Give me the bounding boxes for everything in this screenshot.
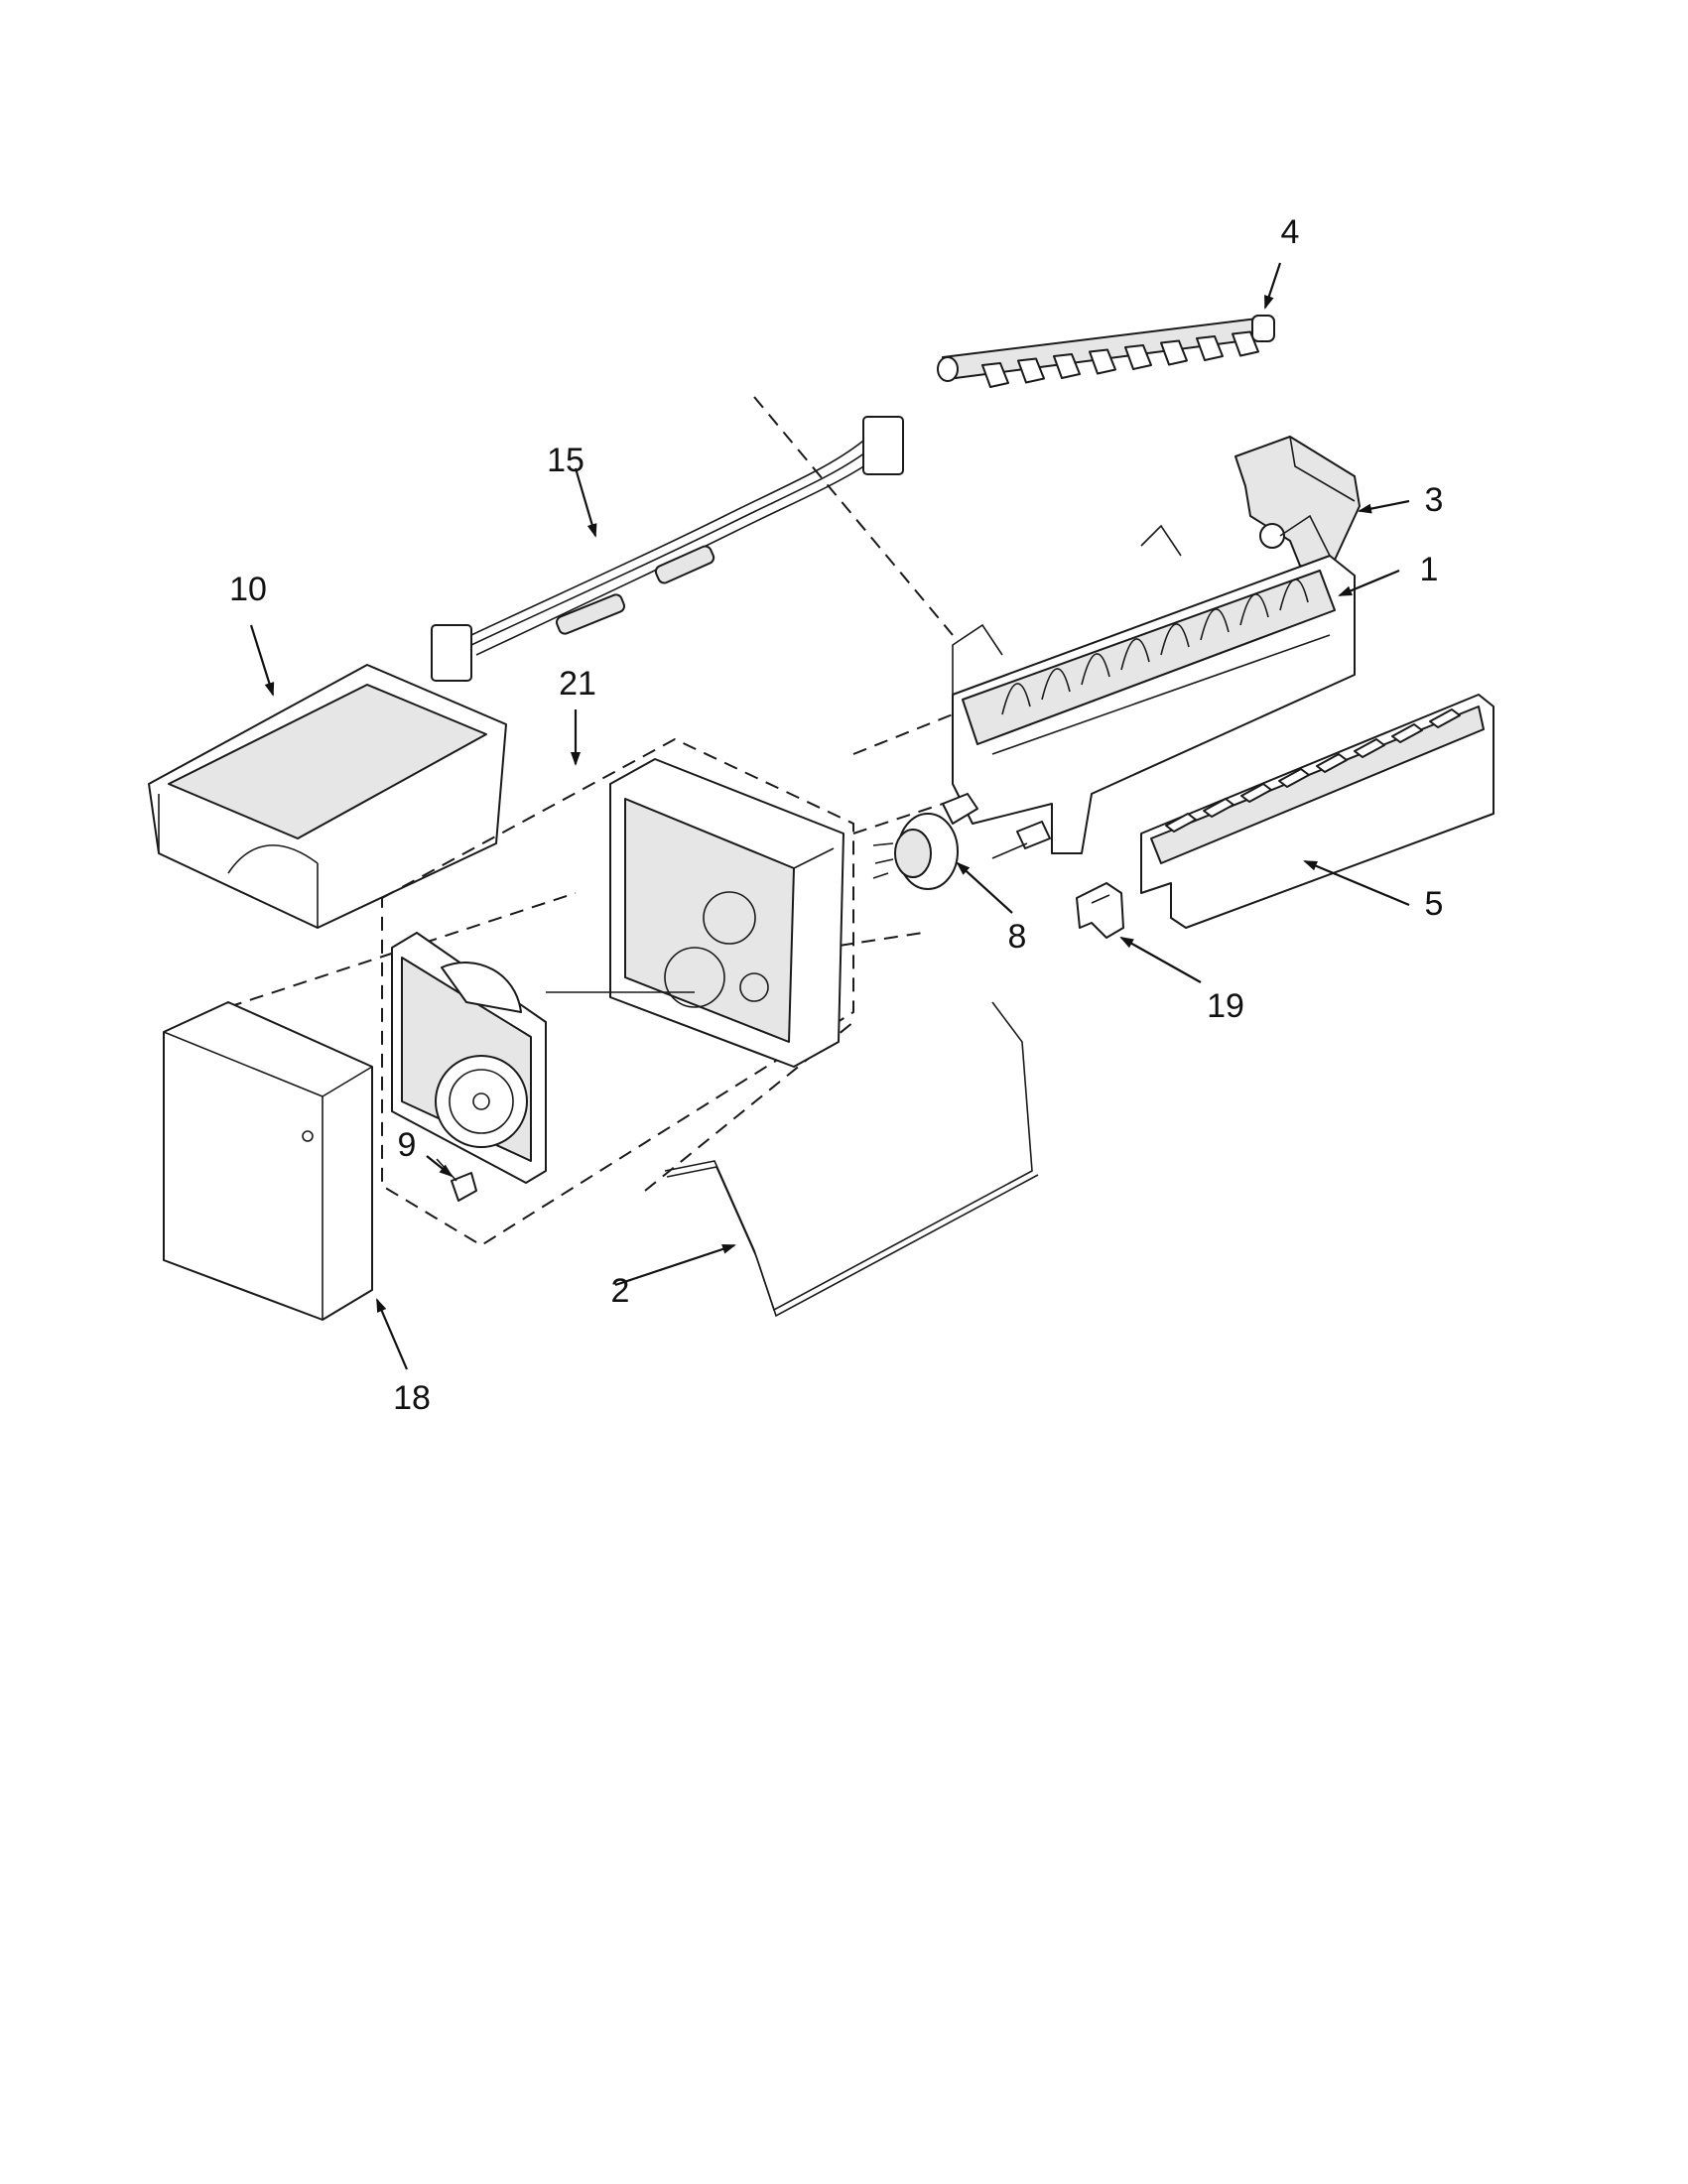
callout-2: 2 [611, 1272, 630, 1310]
callout-15: 15 [547, 442, 584, 479]
screw [436, 1158, 477, 1202]
thermostat [872, 793, 1051, 890]
mold-rib [1001, 683, 1031, 715]
callout-8: 8 [1008, 918, 1027, 956]
ice-bin [148, 664, 507, 929]
ejector-blade [1196, 335, 1224, 361]
callout-9: 9 [398, 1126, 417, 1164]
mold-rib [1081, 653, 1110, 686]
shutoff-bracket [1234, 436, 1361, 572]
mold-rib [1041, 668, 1071, 701]
front-cover [163, 1001, 373, 1321]
ejector-blade [1017, 357, 1045, 384]
callout-18: 18 [393, 1379, 431, 1417]
stripper [1140, 694, 1494, 929]
ejector-blade [1160, 339, 1188, 366]
callout-21: 19 [1207, 987, 1244, 1025]
control-housing-group [381, 737, 854, 1247]
wire-harness [431, 416, 904, 682]
stripper-finger [1391, 723, 1423, 743]
mold-rib [1200, 608, 1230, 641]
clip [1076, 882, 1124, 939]
ejector-blade [1053, 353, 1081, 379]
mold-rib [1120, 638, 1150, 671]
ejector-blade [1089, 348, 1116, 375]
callout-19: 21 [559, 665, 596, 703]
ejector-shaft [937, 315, 1275, 388]
mold-rib [1239, 593, 1269, 626]
stripper-finger [1203, 798, 1234, 818]
stripper-finger [1316, 753, 1348, 773]
stripper-finger [1165, 813, 1197, 833]
callout-1: 1 [1420, 551, 1439, 588]
callout-labels: 4 3 1 5 8 19 15 10 21 9 2 18 [229, 213, 1443, 1417]
callout-10: 10 [229, 571, 267, 608]
ejector-blade [1124, 344, 1152, 370]
callout-3: 3 [1425, 481, 1444, 519]
shutoff-arm [664, 1001, 1039, 1318]
callout-5: 5 [1425, 885, 1444, 923]
ice-mold [952, 514, 1356, 854]
stripper-finger [1354, 738, 1385, 758]
stripper-finger [1429, 708, 1461, 728]
stripper-finger [1240, 783, 1272, 803]
stripper-finger [1278, 768, 1310, 788]
leader-arrows [249, 262, 1410, 1370]
mold-rib [1160, 623, 1190, 656]
ejector-blade [1232, 330, 1259, 357]
callout-4: 4 [1281, 213, 1300, 251]
ejector-blade [981, 362, 1009, 388]
mold-rib [1279, 578, 1309, 611]
